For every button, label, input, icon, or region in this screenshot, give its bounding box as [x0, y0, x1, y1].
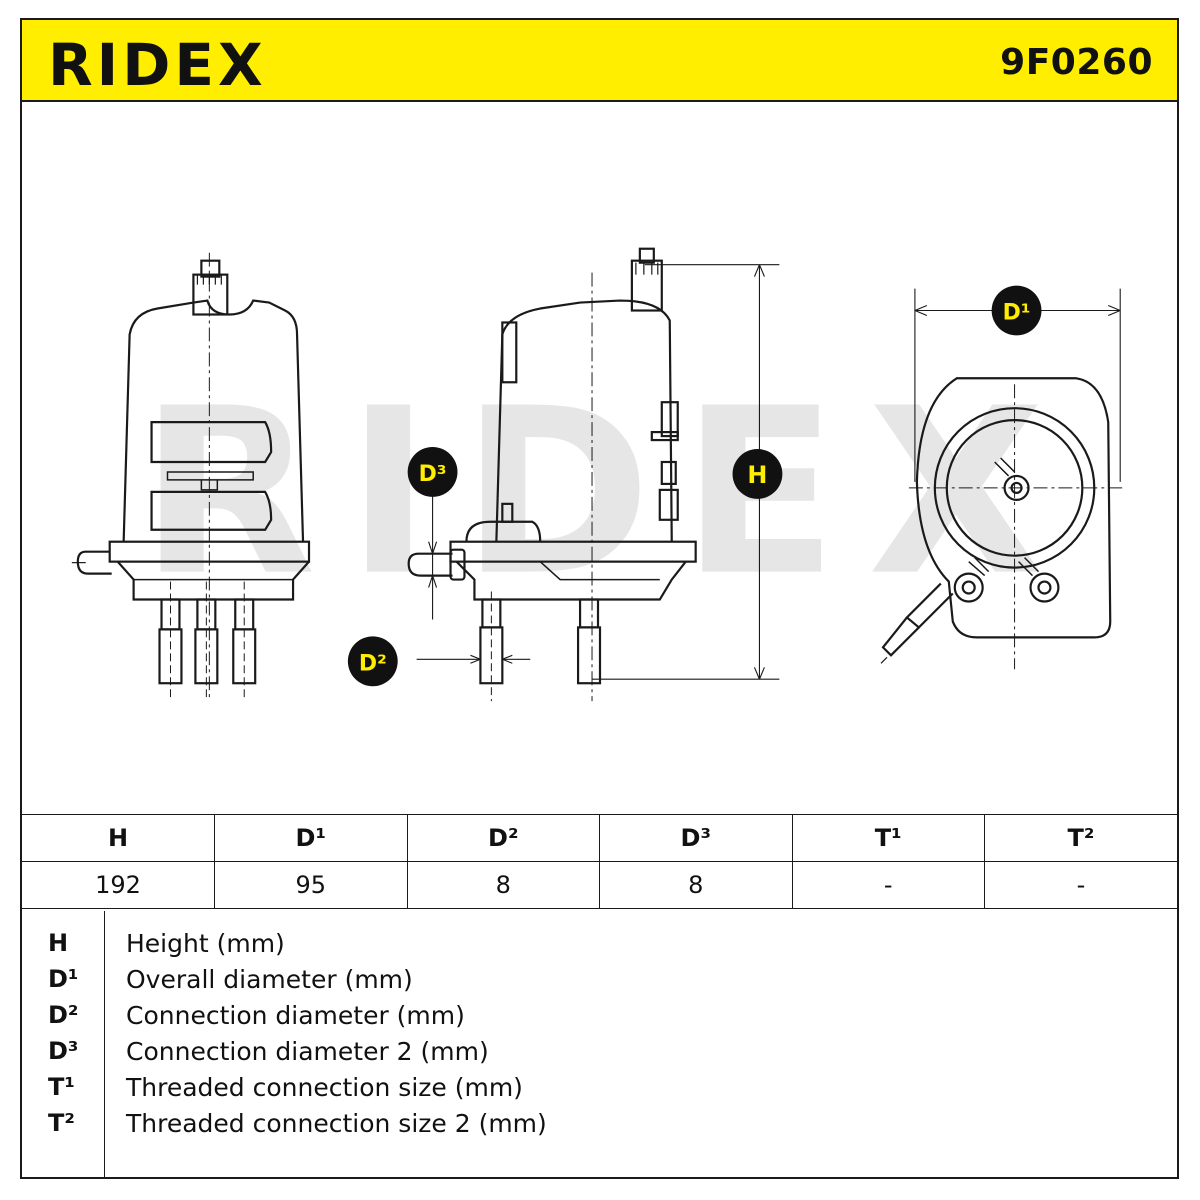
- legend-description: Overall diameter (mm): [126, 965, 413, 994]
- spec-header-cell: D³: [599, 814, 793, 862]
- spec-value-cell: 95: [214, 861, 408, 909]
- badge-D1-label: D¹: [1003, 300, 1031, 325]
- legend-symbol: D³: [48, 1037, 79, 1065]
- spec-header-row: H D¹ D² D³ T¹ T²: [22, 814, 1177, 862]
- badge-D2: D²: [347, 636, 398, 687]
- legend: H Height (mm) D¹ Overall diameter (mm) D…: [22, 911, 1177, 1179]
- legend-description: Connection diameter (mm): [126, 1001, 465, 1030]
- legend-row: T¹ Threaded connection size (mm): [22, 1073, 1177, 1109]
- legend-symbol: H: [48, 929, 69, 957]
- badge-D3-label: D³: [419, 462, 447, 487]
- legend-row: D² Connection diameter (mm): [22, 1001, 1177, 1037]
- legend-symbol: D²: [48, 1001, 79, 1029]
- spec-header-cell: T¹: [791, 814, 985, 862]
- spec-value-row: 192 95 8 8 - -: [22, 861, 1177, 909]
- legend-divider: [104, 911, 105, 1179]
- spec-table: H D¹ D² D³ T¹ T² 192 95 8 8 - -: [22, 814, 1177, 909]
- legend-row: D³ Connection diameter 2 (mm): [22, 1037, 1177, 1073]
- badge-D1: D¹: [991, 285, 1042, 336]
- spec-value-cell: -: [984, 861, 1177, 909]
- legend-symbol: T¹: [48, 1073, 75, 1101]
- header-bar: RIDEX 9F0260: [22, 20, 1177, 102]
- legend-description: Height (mm): [126, 929, 285, 958]
- legend-symbol: T²: [48, 1109, 75, 1137]
- ridex-logo: RIDEX: [48, 31, 267, 94]
- spec-header-cell: D²: [406, 814, 600, 862]
- front-view: [71, 252, 311, 702]
- legend-description: Threaded connection size 2 (mm): [126, 1109, 547, 1138]
- spec-value-cell: 8: [599, 861, 793, 909]
- spec-header-cell: D¹: [214, 814, 408, 862]
- spec-header-cell: H: [22, 814, 215, 862]
- legend-row: D¹ Overall diameter (mm): [22, 965, 1177, 1001]
- technical-drawing: RIDEX: [71, 247, 1123, 702]
- legend-row: H Height (mm): [22, 929, 1177, 965]
- badge-H: H: [732, 449, 783, 499]
- datasheet-frame: RIDEX 9F0260 RIDEX: [20, 18, 1179, 1179]
- legend-row: T² Threaded connection size 2 (mm): [22, 1109, 1177, 1145]
- legend-symbol: D¹: [48, 965, 79, 993]
- brand-logo-text: RIDEX: [48, 31, 267, 94]
- badge-D2-label: D²: [359, 651, 387, 676]
- part-number: 9F0260: [1000, 42, 1153, 83]
- spec-header-cell: T²: [984, 814, 1177, 862]
- spec-value-cell: 8: [406, 861, 600, 909]
- badge-H-label: H: [747, 461, 767, 489]
- legend-description: Connection diameter 2 (mm): [126, 1037, 489, 1066]
- side-view: [407, 247, 697, 702]
- spec-value-cell: 192: [22, 861, 215, 909]
- legend-description: Threaded connection size (mm): [126, 1073, 523, 1102]
- badge-D3: D³: [407, 447, 458, 497]
- spec-value-cell: -: [791, 861, 985, 909]
